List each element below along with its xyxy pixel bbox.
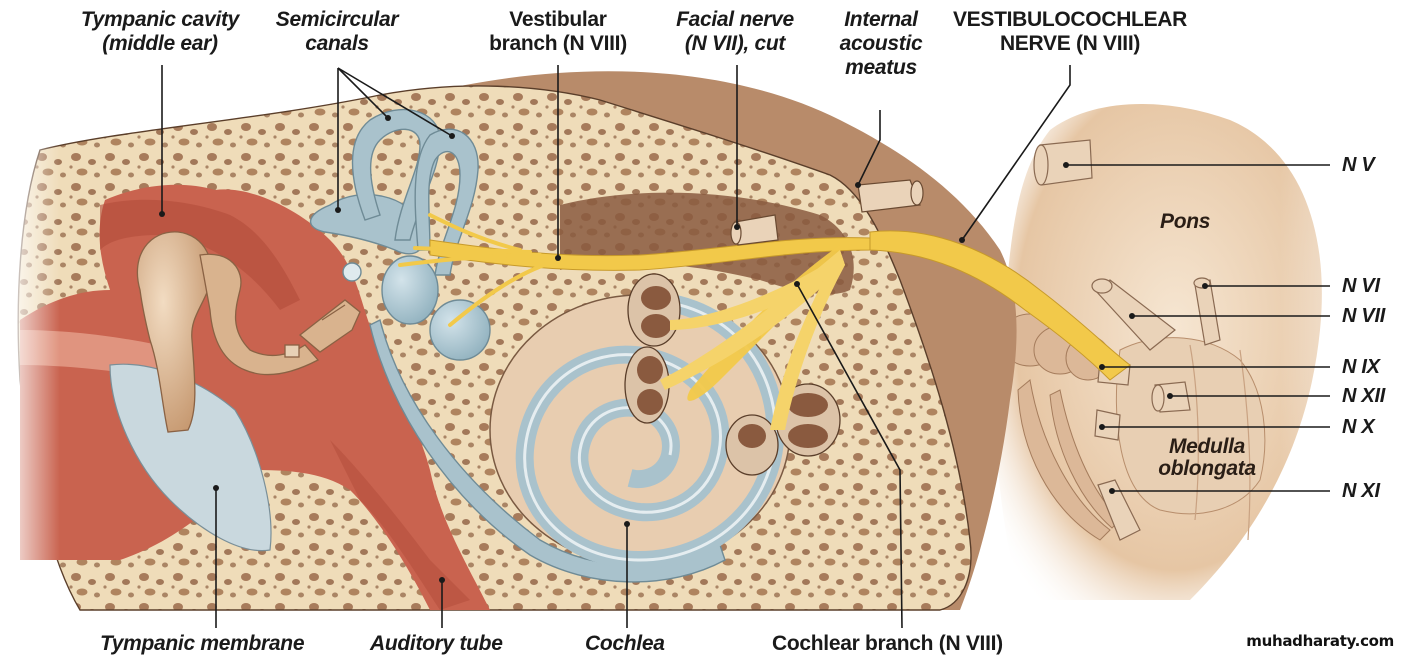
label-cochlear-branch: Cochlear branch (N VIII) <box>772 632 1003 655</box>
label-n-ix: N IX <box>1342 356 1380 378</box>
label-line: acoustic <box>839 32 923 55</box>
label-line: Semicircular <box>275 8 399 31</box>
label-semicircular-canals: Semicircular canals <box>262 8 412 56</box>
label-line: Vestibular <box>509 8 607 31</box>
label-n-x: N X <box>1342 416 1375 438</box>
label-n-xii: N XII <box>1342 385 1385 407</box>
label-line: Internal <box>844 8 918 31</box>
label-tympanic-cavity: Tympanic cavity (middle ear) <box>60 8 260 56</box>
label-line: NERVE (N VIII) <box>999 32 1141 55</box>
leader-lines <box>159 65 1330 629</box>
label-line: oblongata <box>1158 457 1256 480</box>
label-line: Tympanic cavity <box>80 8 240 31</box>
label-line: meatus <box>845 56 917 79</box>
right-fade <box>1280 80 1402 620</box>
label-auditory-tube: Auditory tube <box>370 632 503 655</box>
brainstem <box>996 103 1322 601</box>
label-cochlea: Cochlea <box>585 632 665 655</box>
tympanic-membrane-shape <box>109 363 272 552</box>
label-medulla-oblongata: Medulla oblongata <box>1150 436 1264 480</box>
label-line: VESTIBULOCOCHLEAR <box>952 8 1188 31</box>
label-n-v: N V <box>1342 154 1375 176</box>
label-line: Facial nerve <box>676 8 794 31</box>
label-line: canals <box>305 32 369 55</box>
internal-acoustic-meatus-canal <box>560 192 854 295</box>
vestibular-labyrinth <box>309 108 726 583</box>
label-tympanic-membrane: Tympanic membrane <box>100 632 305 655</box>
label-pons: Pons <box>1160 210 1211 233</box>
ossicles <box>136 231 361 433</box>
label-n-xi: N XI <box>1342 480 1380 502</box>
label-line: (middle ear) <box>102 32 218 55</box>
label-line: branch (N VIII) <box>489 32 627 55</box>
label-vestibulocochlear-nerve: VESTIBULOCOCHLEAR NERVE (N VIII) <box>935 8 1205 56</box>
label-line: Medulla <box>1168 435 1246 458</box>
watermark: muhadharaty.com <box>1246 632 1394 650</box>
label-facial-nerve: Facial nerve (N VII), cut <box>660 8 810 56</box>
label-n-vi: N VI <box>1342 275 1380 297</box>
label-line: (N VII), cut <box>684 32 786 55</box>
cut-nerve-stubs <box>730 179 924 246</box>
label-n-vii: N VII <box>1342 305 1385 327</box>
label-internal-acoustic-meatus: Internal acoustic meatus <box>828 8 934 80</box>
left-fade <box>0 80 60 620</box>
label-vestibular-branch: Vestibular branch (N VIII) <box>478 8 638 56</box>
